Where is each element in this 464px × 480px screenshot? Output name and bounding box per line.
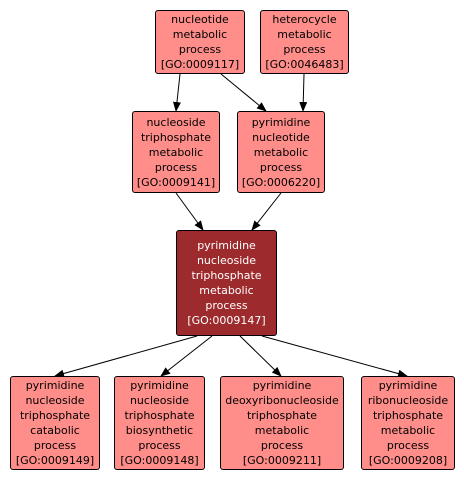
node-label-line: process — [205, 299, 248, 312]
node-label-line: metabolic — [253, 145, 309, 159]
node-label-line: pyrimidine — [252, 379, 312, 392]
node-label-line: biosynthetic — [125, 424, 194, 437]
node-label-line: triphosphate — [372, 409, 444, 422]
node-label-line: process — [283, 43, 326, 56]
node-label-line: metabolic — [380, 424, 436, 437]
edge-GO0009147-to-GO0009208 — [261, 335, 408, 378]
node-label-line: ribonucleoside — [367, 394, 449, 407]
edge-GO0046483-to-GO0006220 — [299, 73, 308, 112]
edge-GO0006220-to-GO0009147 — [251, 192, 282, 231]
node-label-line: nucleotide — [171, 13, 229, 26]
node-label-line: metabolic — [199, 284, 254, 297]
node-label-line: triphosphate — [19, 409, 91, 422]
node-label-line: nucleoside — [146, 115, 206, 129]
node-label-line: metabolic — [172, 28, 228, 41]
go-term-node-go0009149[interactable]: pyrimidine nucleoside triphosphate cataboli… — [10, 376, 100, 470]
node-label-line: process — [259, 160, 303, 174]
node-label-line: pyrimidine — [197, 239, 256, 252]
node-label-line: [GO:0046483] — [265, 58, 344, 71]
node-label-line: pyrimidine — [251, 115, 311, 129]
node-label-line: process — [138, 439, 181, 452]
edge-GO0009117-to-GO0009141 — [172, 73, 181, 112]
node-label-line: nucleoside — [196, 254, 257, 267]
node-label-line: nucleoside — [25, 394, 85, 407]
go-term-node-go0009148[interactable]: pyrimidine nucleoside triphosphate biosynth… — [114, 376, 205, 470]
node-label-line: [GO:0006220] — [241, 175, 321, 189]
node-label-line: metabolic — [277, 28, 332, 41]
node-label-line: [GO:0009148] — [120, 454, 199, 467]
go-term-node-go0009117[interactable]: nucleotide metabolic process [GO:0009117] — [155, 10, 245, 74]
edge-GO0009141-to-GO0009147 — [175, 192, 204, 231]
edge-GO0009147-to-GO0009148 — [160, 335, 213, 377]
go-term-node-go0009211[interactable]: pyrimidine deoxyribonucleoside triphosphat… — [220, 376, 344, 470]
node-label-line: triphosphate — [246, 409, 318, 422]
node-label-line: pyrimidine — [130, 379, 189, 392]
go-term-node-go0046483[interactable]: heterocycle metabolic process [GO:0046483] — [260, 10, 349, 74]
node-label-line: process — [386, 439, 430, 452]
edge-GO0009117-to-GO0006220 — [220, 73, 267, 112]
node-label-line: heterocycle — [272, 13, 337, 26]
node-label-line: metabolic — [254, 424, 310, 437]
go-term-node-go0009147[interactable]: pyrimidine nucleoside triphosphate metaboli… — [176, 230, 277, 336]
node-label-line: pyrimidine — [25, 379, 85, 392]
node-label-line: triphosphate — [124, 409, 195, 422]
node-label-line: process — [154, 160, 198, 174]
node-label-line: deoxyribonucleoside — [225, 394, 339, 407]
node-label-line: nucleotide — [252, 130, 310, 144]
node-label-line: process — [178, 43, 222, 56]
edge-GO0009147-to-GO0009149 — [54, 335, 198, 378]
node-label-line: catabolic — [30, 424, 80, 437]
node-label-line: [GO:0009117] — [160, 58, 240, 71]
node-label-line: metabolic — [148, 145, 204, 159]
node-label-line: [GO:0009208] — [368, 454, 448, 467]
go-term-node-go0009208[interactable]: pyrimidine ribonucleoside triphosphate meta… — [361, 376, 455, 470]
node-label-line: [GO:0009149] — [15, 454, 95, 467]
node-label-line: process — [33, 439, 77, 452]
node-label-line: [GO:0009141] — [136, 175, 216, 189]
edge-GO0009147-to-GO0009211 — [239, 335, 282, 377]
node-label-line: triphosphate — [191, 269, 262, 282]
node-label-line: [GO:0009147] — [187, 314, 266, 327]
node-label-line: pyrimidine — [378, 379, 438, 392]
node-label-line: triphosphate — [140, 130, 212, 144]
node-label-line: nucleoside — [129, 394, 190, 407]
node-label-line: [GO:0009211] — [242, 454, 322, 467]
node-label-line: process — [260, 439, 304, 452]
